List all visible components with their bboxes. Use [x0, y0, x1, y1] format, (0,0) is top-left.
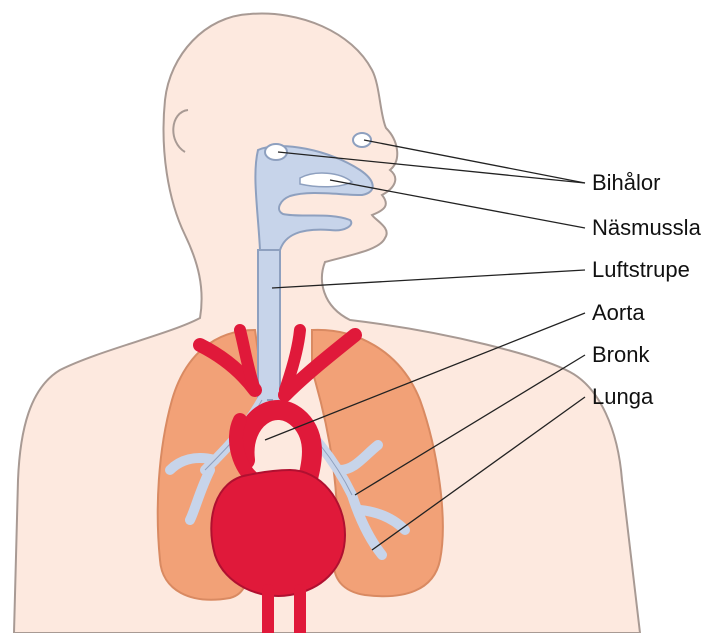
- sinus-right: [353, 133, 371, 147]
- label-nasal-concha: Näsmussla: [592, 215, 701, 241]
- leader-sinuses-b: [364, 140, 585, 183]
- label-trachea: Luftstrupe: [592, 257, 690, 283]
- label-lung: Lunga: [592, 384, 653, 410]
- heart: [211, 470, 345, 596]
- label-sinuses: Bihålor: [592, 170, 660, 196]
- label-aorta: Aorta: [592, 300, 645, 326]
- label-bronchus: Bronk: [592, 342, 649, 368]
- trachea: [258, 250, 280, 400]
